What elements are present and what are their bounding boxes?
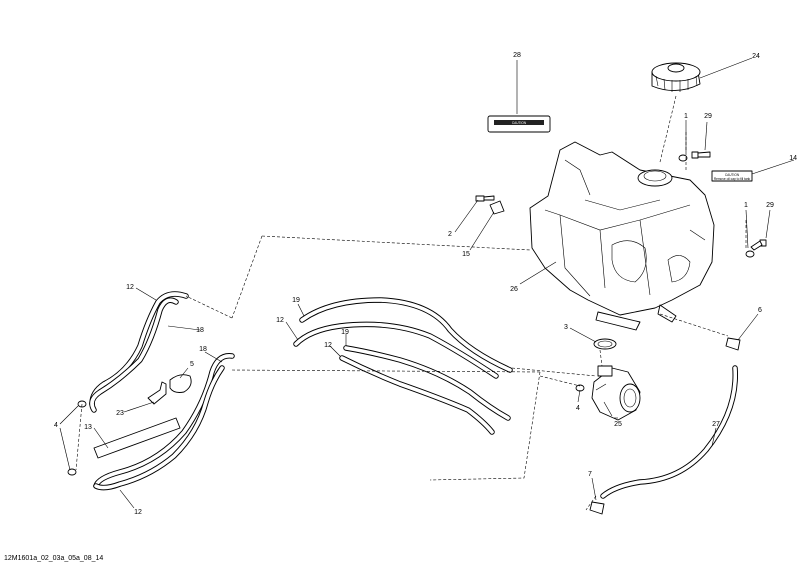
hose-19-upper xyxy=(299,297,513,373)
callout-18b: 18 xyxy=(199,346,207,353)
callout-29b: 29 xyxy=(766,202,774,209)
callout-3: 3 xyxy=(564,324,568,331)
callout-26: 26 xyxy=(510,286,518,293)
callout-5: 5 xyxy=(190,361,194,368)
fitting-4c xyxy=(67,468,77,476)
callout-12c: 12 xyxy=(126,284,134,291)
hose-27 xyxy=(600,365,738,499)
bolt-29a xyxy=(691,151,711,159)
callout-4b: 4 xyxy=(54,422,58,429)
hose-12-left xyxy=(89,291,189,407)
bolt-29b xyxy=(750,239,767,251)
leader-lines xyxy=(59,57,795,509)
callout-6: 6 xyxy=(758,307,762,314)
hose-12-middle xyxy=(339,355,495,435)
callout-29a: 29 xyxy=(704,113,712,120)
callout-23: 23 xyxy=(116,410,124,417)
caution-label-28: CAUTION xyxy=(487,115,551,133)
callout-24: 24 xyxy=(752,53,760,60)
callout-15: 15 xyxy=(462,251,470,258)
hose-18-upper xyxy=(89,297,179,413)
oil-tank-cap xyxy=(651,62,701,92)
svg-text:CAUTION: CAUTION xyxy=(725,173,740,177)
hose-12-upper xyxy=(293,321,499,379)
reference-code: 12M1601a_02_03a_05a_08_14 xyxy=(4,555,103,562)
oil-pump xyxy=(591,365,641,421)
callout-13: 13 xyxy=(84,424,92,431)
callout-7: 7 xyxy=(588,471,592,478)
hose-12-bottom xyxy=(93,365,225,491)
clamp-7 xyxy=(589,501,605,515)
callout-25: 25 xyxy=(614,421,622,428)
svg-text:CAUTION: CAUTION xyxy=(512,121,527,125)
washer-1a xyxy=(678,154,688,162)
callout-27: 27 xyxy=(712,421,720,428)
callout-12b: 12 xyxy=(324,342,332,349)
hose-18-lower xyxy=(93,353,235,489)
clamp-6 xyxy=(725,337,741,351)
callout-12d: 12 xyxy=(134,509,142,516)
clamp-3 xyxy=(593,338,617,350)
bracket-23 xyxy=(147,381,167,405)
callout-18a: 18 xyxy=(196,327,204,334)
callout-1a: 1 xyxy=(684,113,688,120)
hose-19-lower xyxy=(343,345,511,421)
callout-19a: 19 xyxy=(292,297,300,304)
callouts: 28 24 1 29 14 1 29 2 15 26 3 6 4 25 7 27… xyxy=(54,52,797,516)
callout-1b: 1 xyxy=(744,202,748,209)
clip-5 xyxy=(169,374,192,393)
clip-15 xyxy=(489,200,505,215)
callout-12a: 12 xyxy=(276,317,284,324)
sleeve-13 xyxy=(93,417,181,459)
callout-28: 28 xyxy=(513,52,521,59)
assembly-lines xyxy=(75,95,747,511)
callout-19b: 19 xyxy=(341,329,349,336)
callout-14: 14 xyxy=(789,155,797,162)
washer-1b xyxy=(745,250,755,258)
callout-2: 2 xyxy=(448,231,452,238)
screw-2 xyxy=(475,195,495,202)
callout-4a: 4 xyxy=(576,405,580,412)
svg-text:Remove oil cap to fill tank: Remove oil cap to fill tank xyxy=(714,177,751,181)
caution-label-14: CAUTION Remove oil cap to fill tank xyxy=(711,170,753,182)
oil-tank xyxy=(529,141,715,331)
